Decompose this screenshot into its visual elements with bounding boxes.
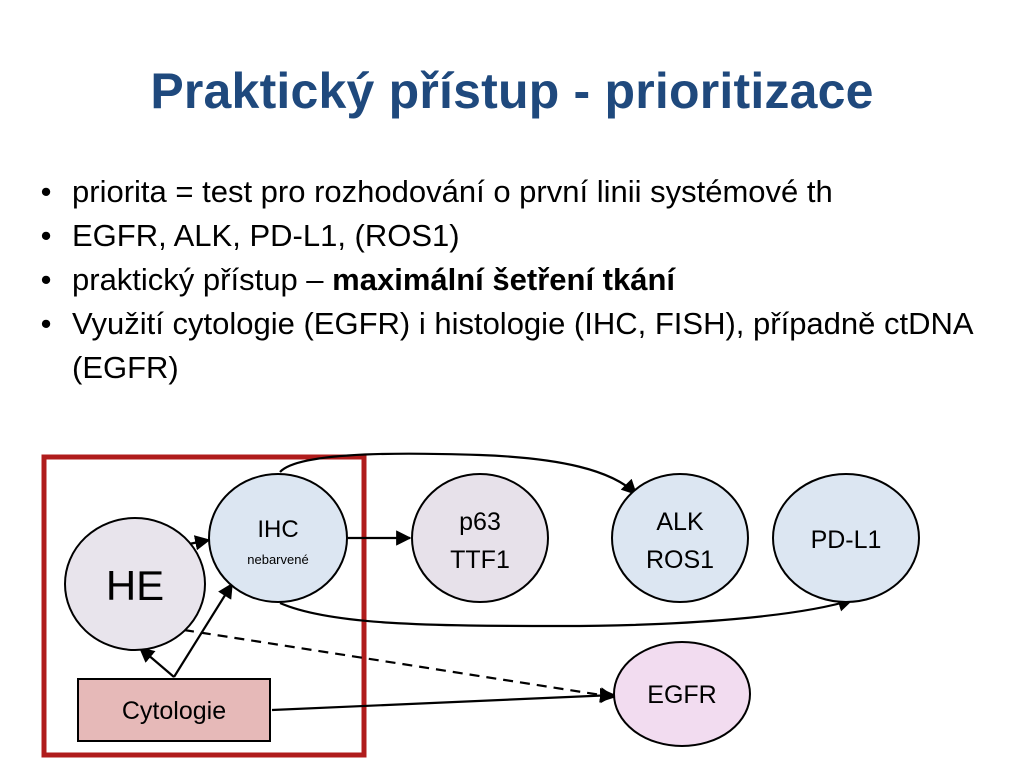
node-ttf1-label: TTF1: [450, 546, 510, 574]
bullet-item: • priorita = test pro rozhodování o prvn…: [34, 170, 1014, 214]
bullet-text: priorita = test pro rozhodování o první …: [72, 174, 833, 209]
edge-cytologie-he: [138, 647, 175, 678]
bullet-text: Využití cytologie (EGFR) i histologie (I…: [72, 306, 972, 385]
node-cytologie: [77, 678, 271, 742]
edge-ihc-alk: [279, 452, 638, 496]
bullet-item: • EGFR, ALK, PD-L1, (ROS1): [34, 214, 1014, 258]
node-pd-l1-label: PD-L1: [811, 526, 882, 554]
node-p63-label: p63: [459, 508, 501, 536]
bullet-dot-icon: •: [40, 174, 52, 209]
edge-cytologie-ihc: [173, 582, 233, 678]
slide-title: Praktický přístup - prioritizace: [150, 63, 874, 119]
node-ihc-sublabel: nebarvené: [247, 552, 308, 567]
node-p63-ttf1: [411, 473, 549, 603]
bullet-item: • Využití cytologie (EGFR) i histologie …: [34, 302, 1014, 390]
node-ihc-label: IHC: [257, 516, 298, 543]
node-cytologie-label: Cytologie: [122, 697, 226, 725]
bullet-list: • priorita = test pro rozhodování o prvn…: [34, 170, 1014, 390]
edge-he-egfr-dashed: [183, 628, 616, 703]
node-alk-label: ALK: [656, 508, 704, 536]
node-he: [64, 517, 206, 651]
node-pd-l1: [772, 473, 920, 603]
node-he-label: HE: [106, 562, 164, 609]
edge-ihc-pdl1: [279, 596, 854, 628]
bullet-item: • praktický přístup – maximální šetření …: [34, 258, 1014, 302]
bullet-text-bold: maximální šetření tkání: [332, 262, 676, 297]
bullet-dot-icon: •: [40, 306, 52, 341]
node-egfr: [613, 641, 751, 747]
node-ihc: [208, 473, 348, 603]
bullet-text: EGFR, ALK, PD-L1, (ROS1): [72, 218, 460, 253]
node-egfr-label: EGFR: [647, 681, 716, 709]
node-alk-ros1: [611, 473, 749, 603]
bullet-dot-icon: •: [40, 262, 52, 297]
bullet-dot-icon: •: [40, 218, 52, 253]
node-ros1-label: ROS1: [646, 546, 714, 574]
bullet-text: praktický přístup –: [72, 262, 333, 297]
highlight-box: [41, 454, 367, 758]
edge-cytologie-egfr: [271, 687, 616, 712]
